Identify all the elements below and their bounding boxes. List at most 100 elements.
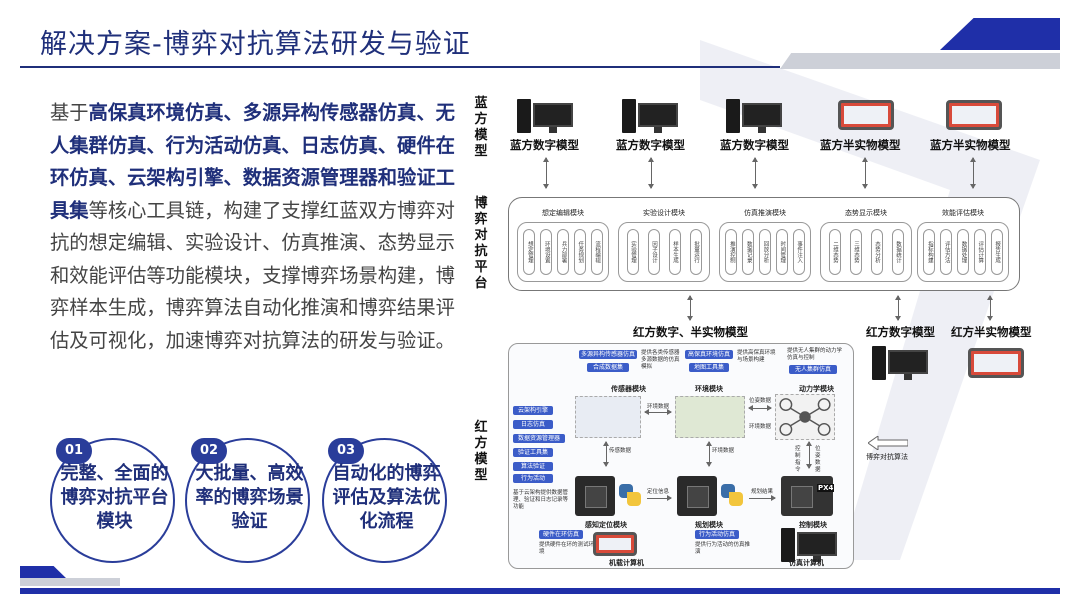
python-icon [721, 484, 743, 506]
intro-paragraph: 基于高保真环境仿真、多源异构传感器仿真、无人集群仿真、行为活动仿真、日志仿真、硬… [50, 97, 465, 357]
connector-arrow [687, 295, 693, 321]
flow-label: 控制指令 [795, 446, 801, 473]
corner-decoration-gray [780, 53, 1060, 69]
game-algo-label: 博弈对抗算法 [866, 453, 908, 461]
tag-sensor-sim: 多源异构传感器仿真 [579, 350, 637, 359]
sensor-image [575, 396, 641, 438]
tag-data-manager: 数据资源管理器 [513, 434, 565, 443]
flow-arrow-v [706, 441, 712, 467]
block-control-label: 控制模块 [799, 521, 827, 529]
tablet-icon [968, 348, 1024, 378]
connector-arrow [970, 157, 976, 189]
module-item: 回放分析 [758, 229, 771, 275]
tag-behavior-sim: 行为活动仿真 [695, 530, 739, 539]
module-item: 样本生成 [668, 229, 681, 275]
flow-label: 位姿数据 [749, 398, 772, 404]
module-title: 态势显示模块 [845, 209, 887, 217]
connector-arrow [648, 157, 654, 189]
module-item: 实验管理 [626, 229, 639, 275]
computer-icon [515, 95, 575, 135]
game-platform: 想定编辑模块 想定管理 环境设置 兵力部署 任务规划 流程编辑 实验设计模块 实… [508, 197, 1020, 291]
tag-hil-sim: 硬件在环仿真 [539, 530, 583, 539]
flow-label: 规划结果 [751, 489, 774, 495]
blue-model-label: 蓝方半实物模型 [820, 138, 901, 152]
module-item: 兵力部署 [556, 229, 569, 275]
module-title: 效能评估模块 [942, 209, 984, 217]
flow-arrow [647, 495, 672, 501]
feature-text: 完整、全面的博弈对抗平台模块 [60, 463, 169, 532]
blue-model-label: 蓝方数字模型 [510, 138, 579, 152]
module-item: 推演控制 [725, 229, 738, 275]
note-sensor: 提供各类传感器多源数据的仿真模拟 [641, 350, 680, 370]
platform-side-label: 博弈对抗平台 [474, 196, 488, 291]
computer-icon [620, 95, 680, 135]
feature-text: 自动化的博弈评估及算法优化流程 [332, 463, 441, 532]
feature-text: 大批量、高效率的博弈场景验证 [195, 463, 304, 532]
intro-text-lead: 基于 [50, 101, 89, 124]
tag-verify-tools: 验证工具集 [513, 448, 553, 457]
note-swarm: 提供无人集群的动力学仿真与控制 [787, 348, 843, 361]
tablet-icon [838, 100, 894, 130]
module-title: 实验设计模块 [643, 209, 685, 217]
tag-cloud-engine: 云架构引擎 [513, 406, 553, 415]
module-item: 数据统计 [891, 229, 904, 275]
connector-arrow [543, 157, 549, 189]
module-item: 评估方法 [940, 229, 953, 275]
block-sensor-label: 传感器模块 [611, 385, 646, 393]
onboard-pc-label: 机载计算机 [609, 559, 644, 567]
planning-board [677, 476, 717, 516]
tag-env-sim: 高保真环境仿真 [685, 350, 733, 359]
flow-arrow [748, 405, 772, 411]
module-item: 三维态势 [849, 229, 862, 275]
computer-icon [724, 95, 784, 135]
module-title: 想定编辑模块 [542, 209, 584, 217]
left-arrow-icon [868, 436, 908, 450]
module-evaluation: 效能评估模块 指标构建 评估方法 数据处理 评估计算 报告生成 [917, 208, 1009, 282]
tag-algo-verify: 算法验证 [513, 462, 553, 471]
module-item: 时间管理 [775, 229, 788, 275]
module-item: 二维态势 [828, 229, 841, 275]
intro-text-highlight: 高保真环境仿真、多源异构传感器仿真、无人集群仿真、行为活动仿真、日志仿真、硬件在… [50, 101, 455, 222]
title-underline [20, 66, 780, 68]
px4-logo: PX4 [817, 484, 835, 492]
module-item: 任务规划 [573, 229, 586, 275]
bottom-decoration-gray [20, 578, 120, 586]
tag-swarm-sim: 无人集群仿真 [789, 365, 837, 374]
note-hil: 提供硬件在环的测试环境 [539, 542, 595, 555]
module-situation: 态势显示模块 二维态势 三维态势 态势分析 数据统计 [820, 208, 912, 282]
red-digital-label: 红方数字模型 [866, 325, 935, 339]
feature-circle-1: 01 完整、全面的博弈对抗平台模块 [50, 438, 175, 563]
sim-pc-label: 仿真计算机 [789, 559, 824, 567]
red-semi-label: 红方半实物模型 [951, 325, 1032, 339]
module-item: 报告生成 [990, 229, 1003, 275]
connector-arrow [895, 295, 901, 321]
computer-icon [779, 524, 839, 564]
feature-circle-3: 03 自动化的博弈评估及算法优化流程 [322, 438, 447, 563]
module-item: 因子设计 [647, 229, 660, 275]
drone-icon [779, 398, 831, 436]
module-item: 数据处理 [956, 229, 969, 275]
module-item: 指标构建 [923, 229, 936, 275]
flow-arrow-v [603, 441, 609, 467]
blue-side-label: 蓝方模型 [474, 96, 488, 159]
red-side-label: 红方模型 [474, 420, 488, 483]
module-simulation: 仿真推演模块 推演控制 数据记录 回放分析 时间管理 事件注入 [719, 208, 811, 282]
flow-arrow [749, 495, 776, 501]
flow-arrow-v [806, 441, 812, 469]
note-cloud: 基于云架构提供数据管理、验证和日志记录等功能 [513, 490, 569, 510]
intro-text-body: 等核心工具链，构建了支撑红蓝双方博弈对抗的想定编辑、实验设计、仿真推演、态势显示… [50, 198, 455, 352]
computer-icon [870, 342, 930, 382]
module-item: 想定管理 [523, 229, 536, 275]
note-behavior: 提供行为活动的仿真推演 [695, 542, 751, 555]
note-env: 提供高保真环境与场景构建 [737, 350, 776, 363]
tablet-icon [593, 532, 637, 556]
module-item: 环境设置 [540, 229, 553, 275]
environment-image [675, 396, 745, 438]
flow-label: 传感数据 [609, 448, 632, 454]
blue-model-label: 蓝方数字模型 [720, 138, 789, 152]
module-item: 流程编辑 [590, 229, 603, 275]
bottom-bar [20, 588, 1060, 594]
watermark-logo [700, 40, 1040, 560]
python-icon [619, 484, 641, 506]
bottom-decoration-blue [20, 566, 68, 580]
